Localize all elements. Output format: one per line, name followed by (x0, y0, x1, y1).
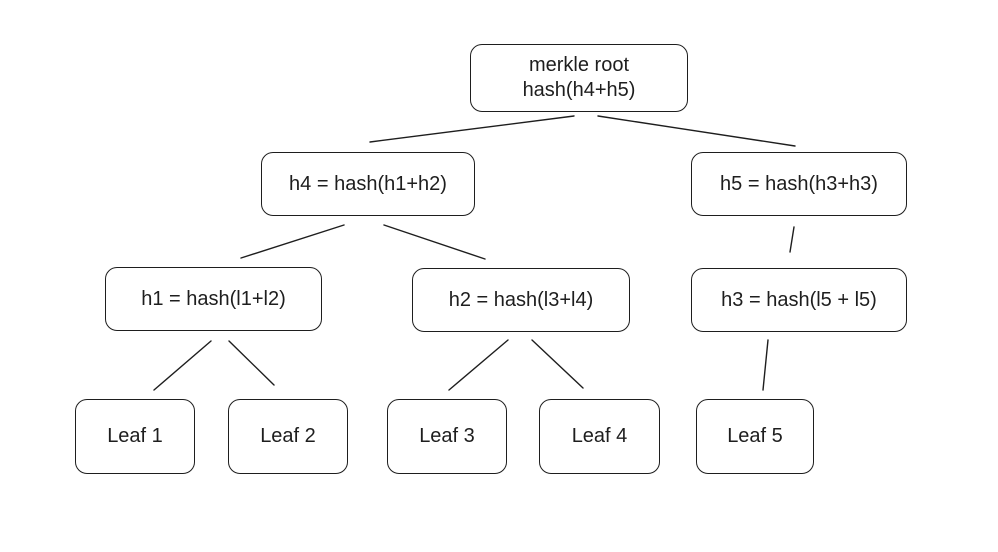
leaf-3-label: Leaf 3 (419, 425, 475, 447)
node-h5-label: h5 = hash(h3+h3) (720, 172, 878, 195)
edge-h1-leaf2 (228, 340, 275, 386)
edge-h2-leaf4 (531, 339, 584, 389)
edge-root-h4 (369, 115, 575, 143)
node-h3: h3 = hash(l5 + l5) (691, 268, 907, 332)
node-h4-label: h4 = hash(h1+h2) (289, 172, 447, 195)
edge-root-h5 (597, 115, 796, 147)
edge-h5-h3 (789, 226, 795, 253)
node-h2: h2 = hash(l3+l4) (412, 268, 630, 332)
leaf-4-node: Leaf 4 (539, 399, 660, 474)
node-h1: h1 = hash(l1+l2) (105, 267, 322, 331)
leaf-2-label: Leaf 2 (260, 425, 316, 447)
node-h3-label: h3 = hash(l5 + l5) (721, 288, 877, 311)
leaf-1-node: Leaf 1 (75, 399, 195, 474)
leaf-3-node: Leaf 3 (387, 399, 507, 474)
merkle-root-hash: hash(h4+h5) (522, 79, 636, 101)
edge-h4-h2 (383, 224, 486, 260)
node-h4: h4 = hash(h1+h2) (261, 152, 475, 216)
leaf-5-node: Leaf 5 (696, 399, 814, 474)
leaf-2-node: Leaf 2 (228, 399, 348, 474)
edge-h3-leaf5 (762, 339, 769, 391)
merkle-root-node: merkle root hash(h4+h5) (470, 44, 688, 112)
node-h5: h5 = hash(h3+h3) (691, 152, 907, 216)
edge-h4-h1 (240, 224, 345, 259)
node-h2-label: h2 = hash(l3+l4) (448, 288, 594, 311)
edge-h2-leaf3 (448, 339, 509, 391)
edge-h1-leaf1 (153, 340, 212, 391)
leaf-4-label: Leaf 4 (571, 425, 628, 447)
node-h1-label: h1 = hash(l1+l2) (141, 287, 286, 310)
merkle-root-title: merkle root (528, 54, 630, 76)
leaf-5-label: Leaf 5 (727, 425, 783, 447)
leaf-1-label: Leaf 1 (107, 425, 163, 447)
